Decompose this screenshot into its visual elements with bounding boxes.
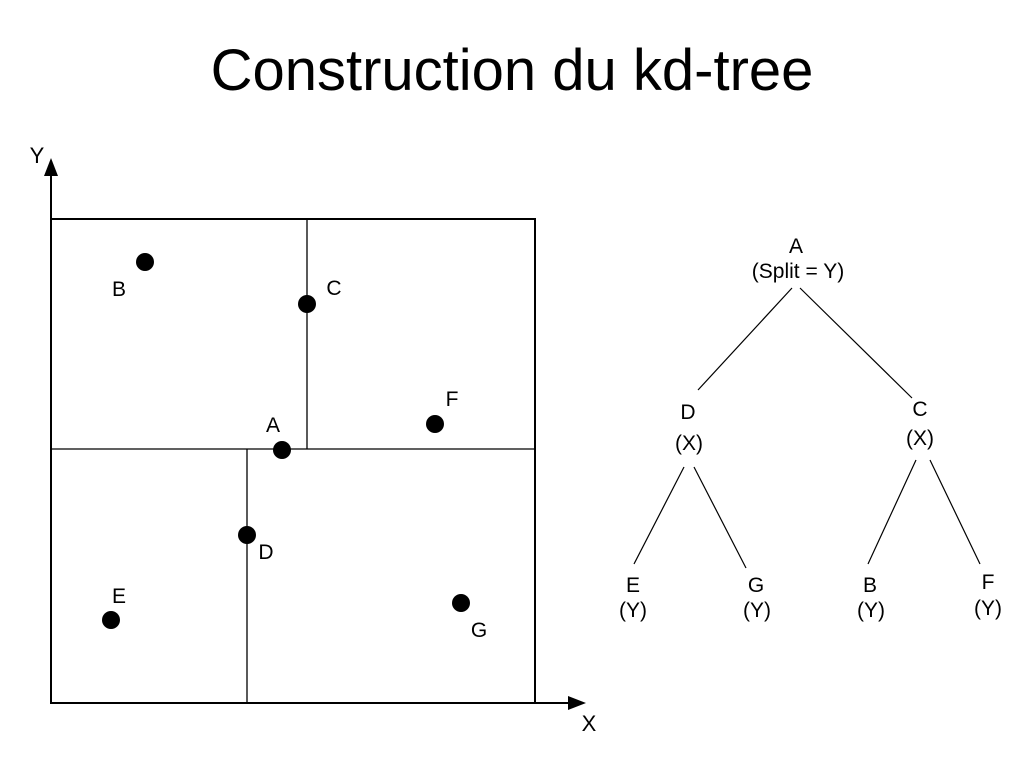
y-axis-label: Y: [30, 143, 45, 168]
edge-d-e: [633, 466, 685, 565]
tree-node-a-name: A: [789, 235, 803, 258]
tree-node-d-split: (X): [675, 432, 703, 455]
partition: [50, 218, 536, 704]
axes: Y X: [30, 143, 597, 736]
tree-node-c: C (X): [906, 398, 934, 450]
tree-node-e-name: E: [626, 574, 640, 597]
tree-node-a: A (Split = Y): [752, 235, 844, 283]
tree-node-b-split: (Y): [857, 599, 885, 622]
point-d: [238, 526, 256, 544]
y-axis-arrow-icon: [44, 158, 58, 176]
point-g: [452, 594, 470, 612]
edge-c-b: [867, 459, 917, 565]
point-e-label: E: [112, 585, 126, 608]
tree-node-f-split: (Y): [974, 597, 1002, 620]
bounding-box: [50, 218, 536, 704]
tree-node-g-split: (Y): [743, 599, 771, 622]
point-b: [136, 253, 154, 271]
tree-nodes: A (Split = Y) D (X) C (X) E (Y) G (Y) B …: [619, 235, 1002, 622]
page-title: Construction du kd-tree: [210, 38, 814, 103]
x-axis-label: X: [582, 711, 597, 736]
tree-node-c-name: C: [912, 398, 927, 421]
point-c: [298, 295, 316, 313]
tree-node-f: F (Y): [974, 571, 1002, 620]
point-f: [426, 415, 444, 433]
tree-edges: [633, 287, 981, 569]
point-a: [273, 441, 291, 459]
tree-node-d-name: D: [680, 401, 695, 424]
tree-node-e: E (Y): [619, 574, 647, 622]
point-e: [102, 611, 120, 629]
tree-node-d: D (X): [675, 401, 703, 455]
points: A B C D E F G: [102, 253, 487, 642]
x-axis-arrow-icon: [568, 696, 586, 710]
edge-a-d: [697, 287, 793, 391]
point-c-label: C: [326, 277, 341, 300]
point-b-label: B: [112, 278, 126, 301]
tree-node-b-name: B: [863, 574, 877, 597]
tree-node-f-name: F: [982, 571, 995, 594]
point-f-label: F: [446, 388, 459, 411]
edge-c-f: [929, 459, 981, 565]
tree-node-c-split: (X): [906, 427, 934, 450]
tree-node-g-name: G: [748, 574, 764, 597]
point-d-label: D: [258, 541, 273, 564]
tree-node-b: B (Y): [857, 574, 885, 622]
tree-node-g: G (Y): [743, 574, 771, 622]
tree-node-a-split: (Split = Y): [752, 260, 844, 283]
edge-d-g: [693, 466, 747, 569]
point-a-label: A: [266, 414, 280, 437]
tree-node-e-split: (Y): [619, 599, 647, 622]
point-g-label: G: [471, 619, 487, 642]
edge-a-c: [799, 287, 913, 399]
